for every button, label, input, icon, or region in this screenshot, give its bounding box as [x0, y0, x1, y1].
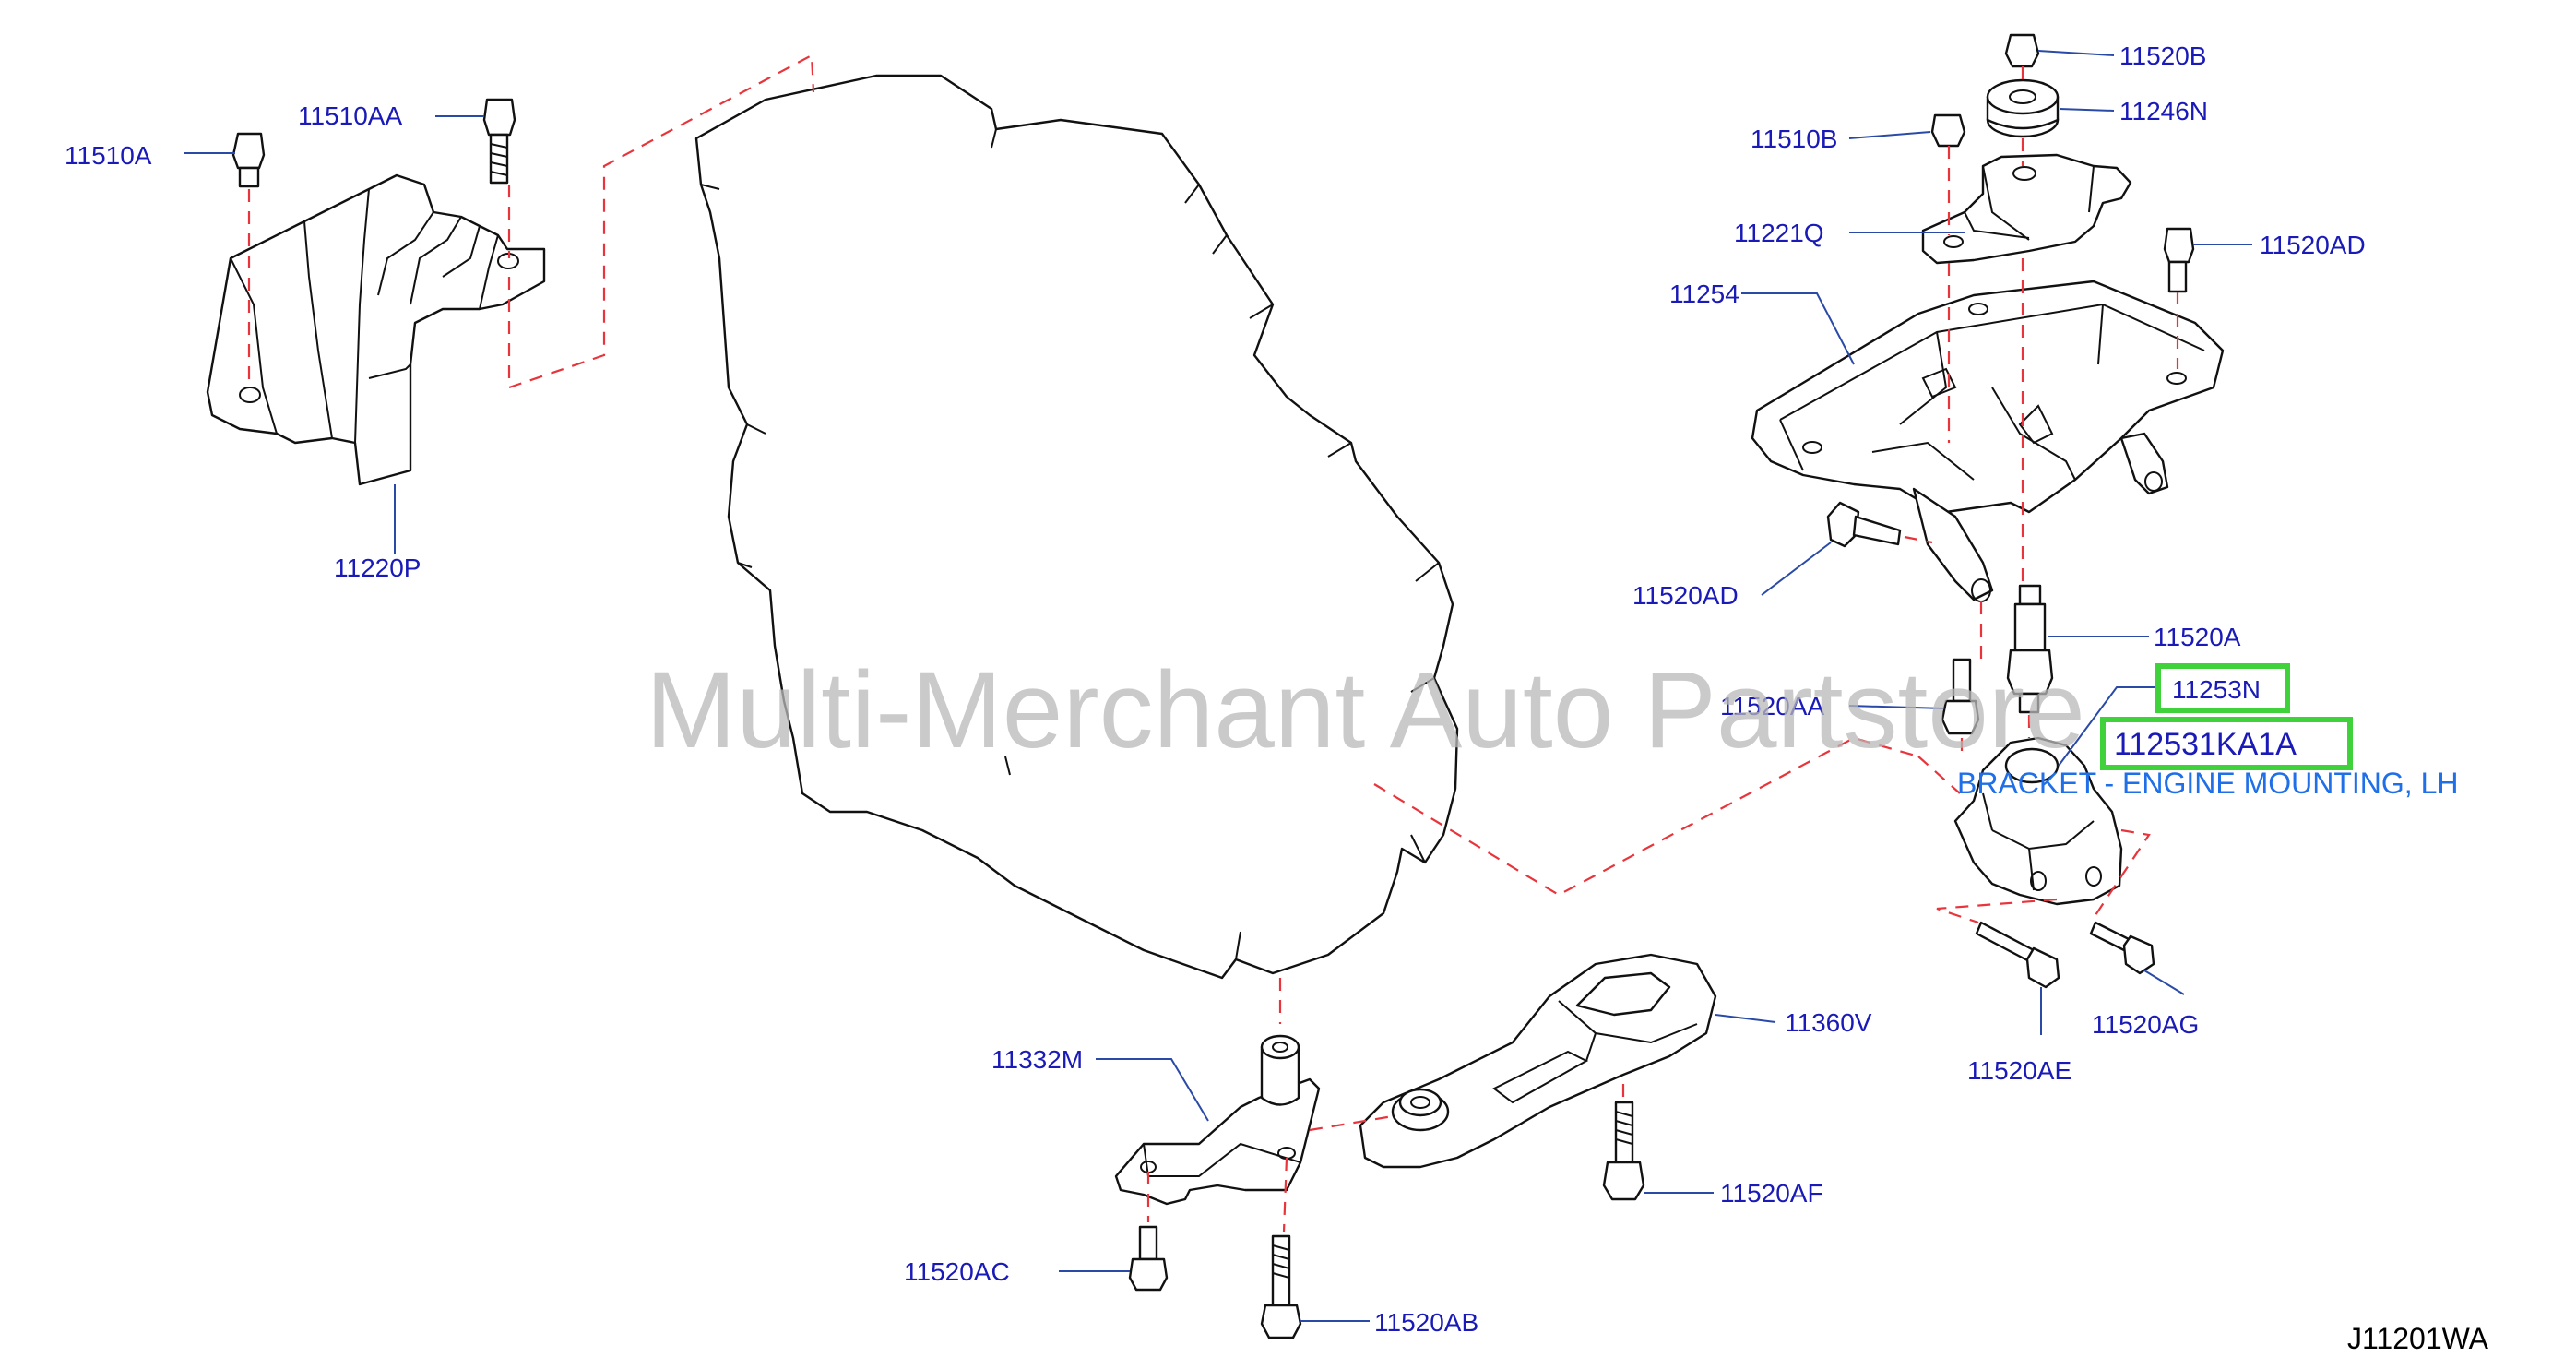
label-11520AD-top[interactable]: 11520AD: [2260, 231, 2366, 259]
part-labels: 11510A 11510AA 11220P 11520B 11246N 1151…: [65, 42, 2366, 1337]
bolt-11520AB: [1260, 1234, 1302, 1339]
bolt-11520AA: [1941, 658, 1980, 735]
part-description: BRACKET - ENGINE MOUNTING, LH: [1957, 767, 2458, 800]
label-11520B[interactable]: 11520B: [2119, 42, 2206, 70]
bolt-11520AE: [1975, 921, 2060, 989]
label-11510AA[interactable]: 11510AA: [298, 101, 402, 130]
label-11254[interactable]: 11254: [1669, 280, 1739, 308]
label-11520AE[interactable]: 11520AE: [1967, 1056, 2071, 1085]
insulator-11221Q: [1921, 153, 2132, 265]
watermark: Multi-Merchant Auto Partstore: [646, 649, 2085, 771]
washer-11246N: [1986, 78, 2060, 138]
nut-11520B: [2004, 33, 2040, 68]
bolt-11520AD-left: [1826, 501, 1902, 548]
bracket-11253N: [1953, 736, 2123, 906]
engine-block: [694, 74, 1459, 980]
torque-rod-11360V: [1359, 953, 1717, 1169]
label-11221Q[interactable]: 11221Q: [1734, 219, 1824, 247]
label-11520AA[interactable]: 11520AA: [1720, 692, 1824, 720]
bolt-11510A: [231, 132, 266, 188]
part-number[interactable]: 112531KA1A: [2114, 727, 2297, 762]
highlighted-part[interactable]: 11253N 112531KA1A BRACKET - ENGINE MOUNT…: [1957, 663, 2458, 800]
bolt-11520AF: [1602, 1101, 1645, 1201]
label-11520A[interactable]: 11520A: [2154, 623, 2241, 651]
label-11253N[interactable]: 11253N: [2172, 675, 2261, 704]
bolt-11520AD-top: [2163, 227, 2195, 293]
bracket-11332M: [1114, 1034, 1321, 1206]
label-11520AG[interactable]: 11520AG: [2092, 1010, 2199, 1039]
label-11360V[interactable]: 11360V: [1785, 1008, 1872, 1037]
bracket-11254: [1751, 280, 2225, 602]
bolt-11520AG: [2089, 921, 2155, 975]
label-11520AB[interactable]: 11520AB: [1374, 1308, 1478, 1337]
assembly-lines: [247, 54, 2179, 1232]
label-11510B[interactable]: 11510B: [1751, 125, 1837, 153]
label-11510A[interactable]: 11510A: [65, 141, 152, 170]
label-11332M[interactable]: 11332M: [991, 1045, 1083, 1074]
label-11520AF[interactable]: 11520AF: [1720, 1179, 1823, 1208]
stud-11520A: [2006, 584, 2054, 714]
leader-lines: [184, 50, 2252, 1322]
nut-11510B: [1930, 113, 1966, 148]
bolt-11510AA: [482, 98, 516, 185]
bolt-11520AC: [1128, 1225, 1169, 1292]
diagram-code: J11201WA: [2347, 1322, 2489, 1355]
label-11520AD-left[interactable]: 11520AD: [1632, 581, 1739, 610]
highlight-box-ref: [2155, 663, 2290, 713]
label-11520AC[interactable]: 11520AC: [904, 1257, 1010, 1286]
engine-mount-right: [206, 173, 546, 486]
label-11246N[interactable]: 11246N: [2119, 97, 2208, 125]
highlight-box-part-number: [2100, 717, 2353, 770]
label-11220P[interactable]: 11220P: [334, 554, 421, 582]
